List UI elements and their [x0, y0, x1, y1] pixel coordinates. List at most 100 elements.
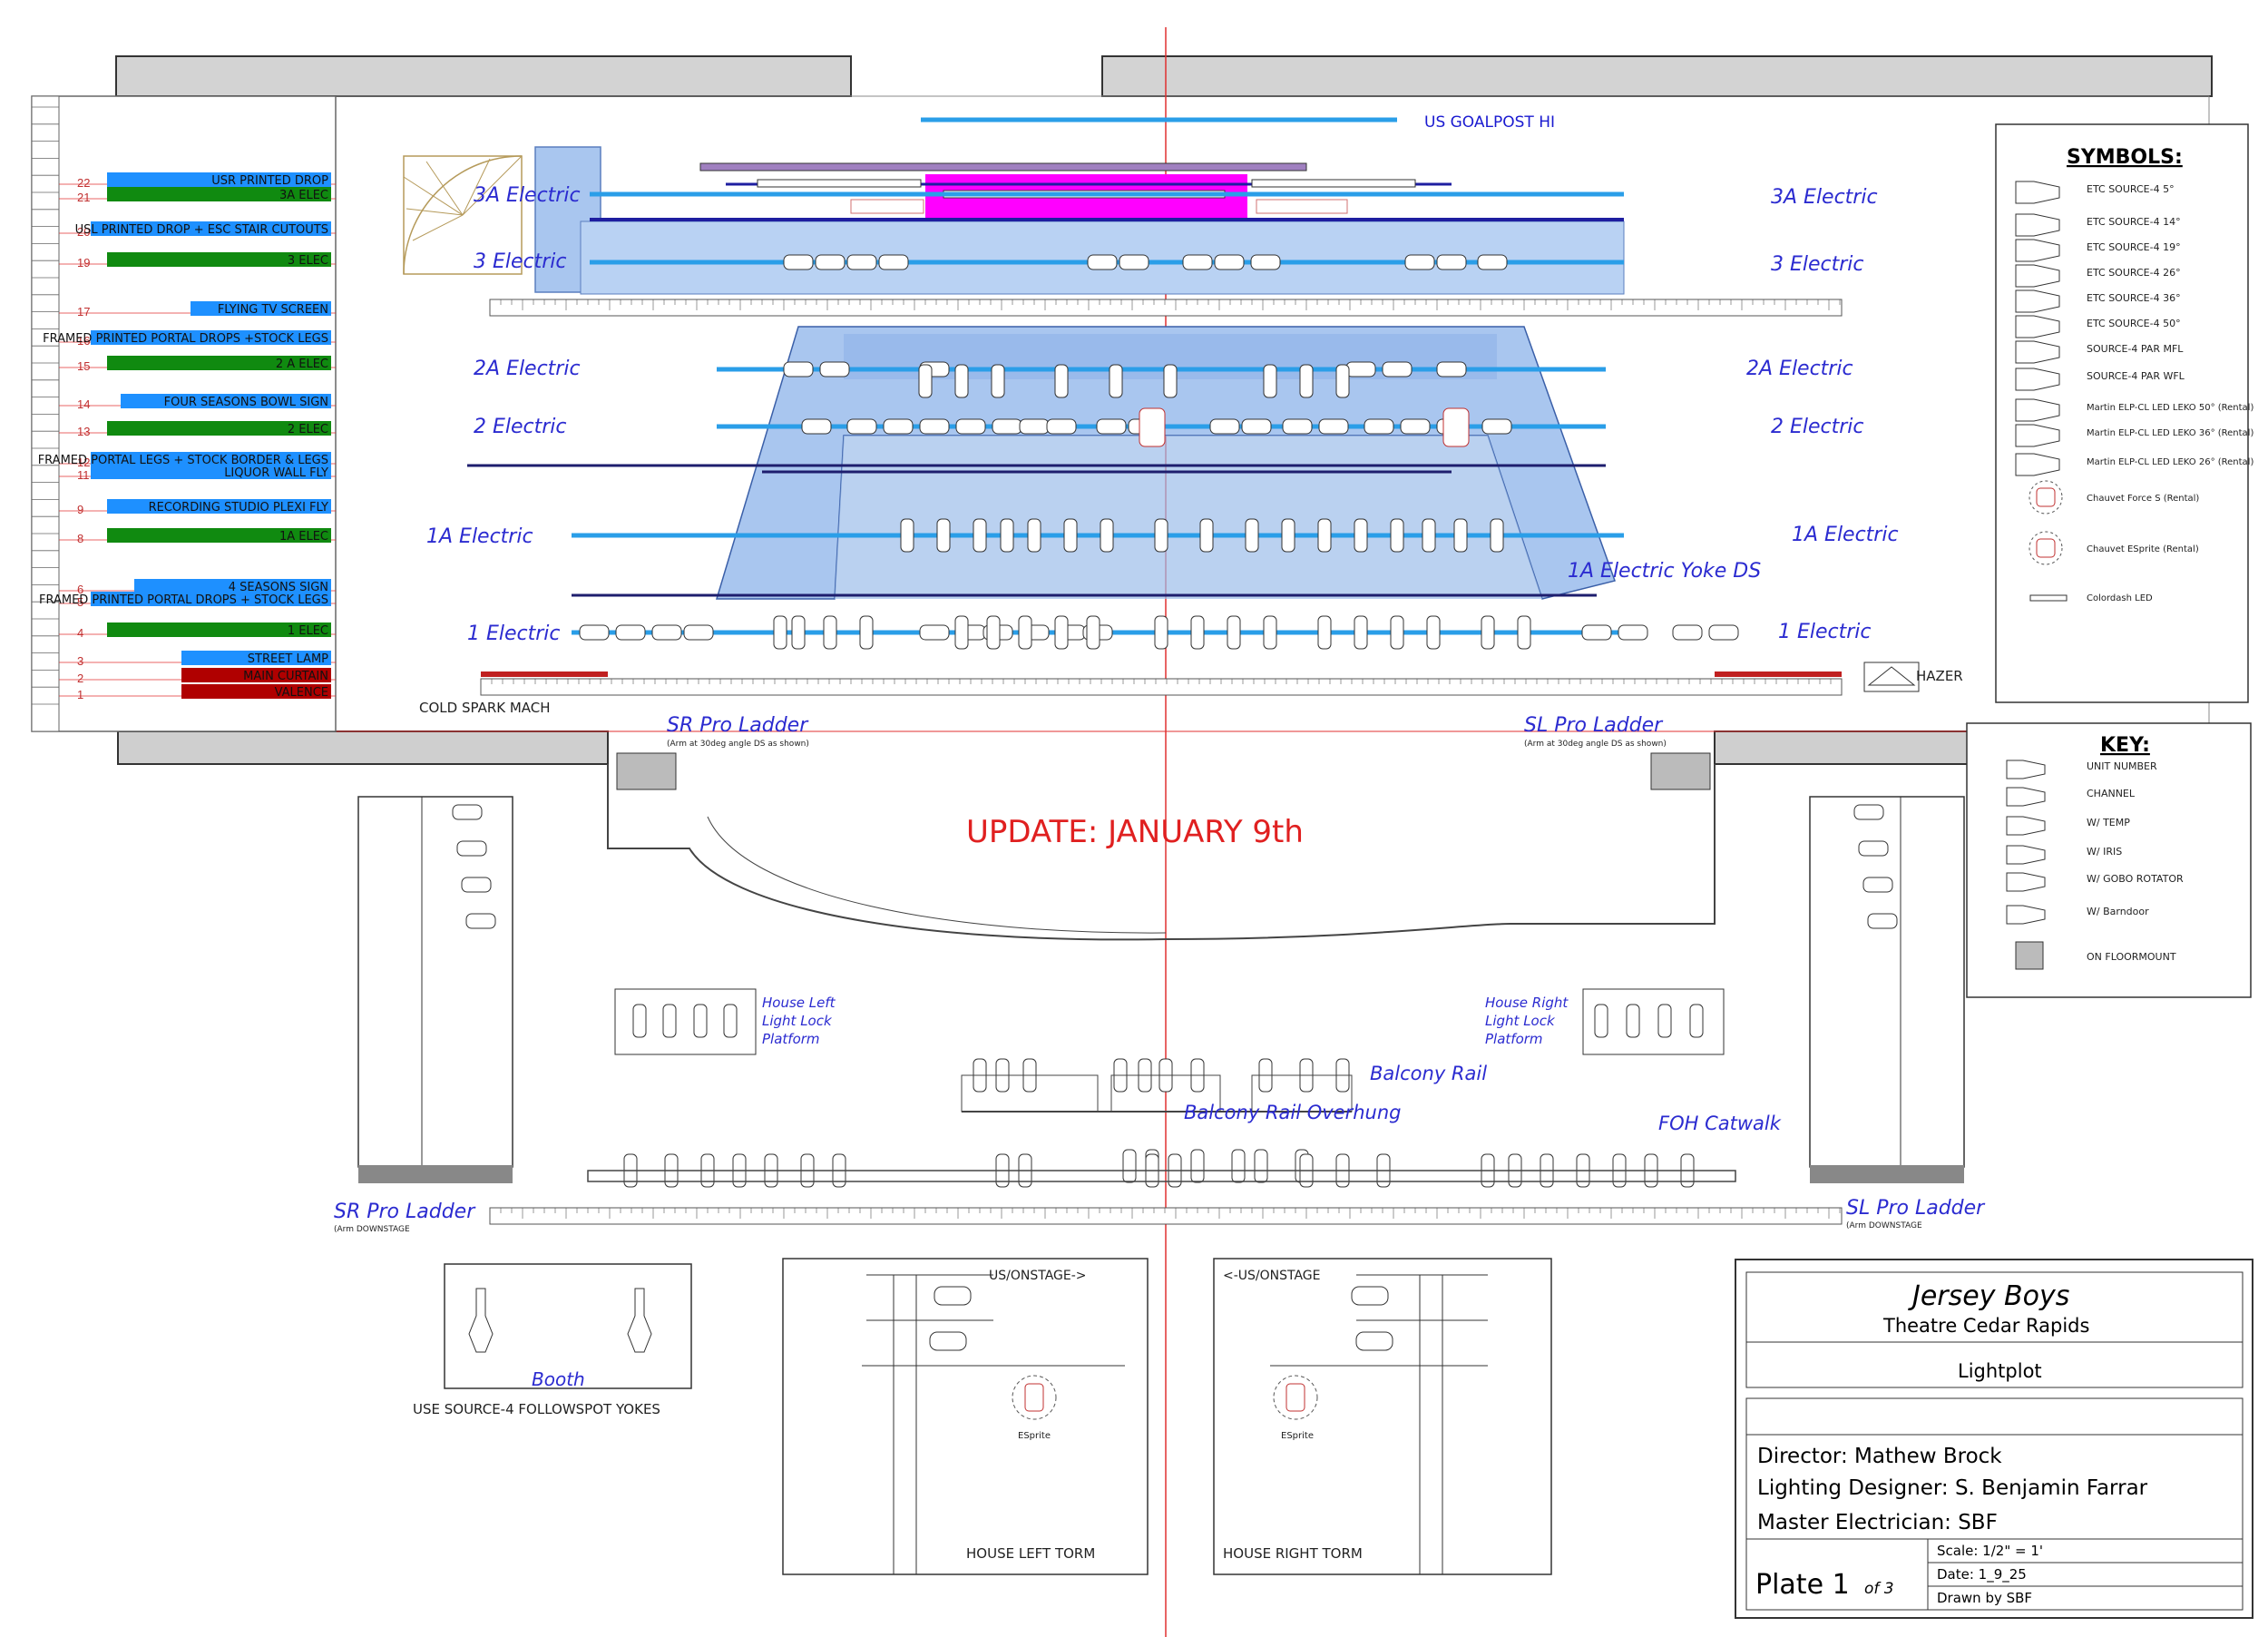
- fixture: [1154, 615, 1168, 650]
- fixture: [1382, 361, 1413, 377]
- hr-torm-label: HOUSE RIGHT TORM: [1223, 1545, 1363, 1562]
- symbol-label: ETC SOURCE-4 5°: [2087, 183, 2175, 195]
- lineset-bar: [121, 394, 331, 408]
- lineset-number: 5: [77, 595, 83, 609]
- symbol-icon: [2015, 453, 2060, 476]
- label-3a-left: 3A Electric: [474, 184, 581, 207]
- lineset-bar: [107, 499, 331, 514]
- fixture: [1163, 364, 1178, 398]
- symbol-icon: [2015, 398, 2060, 422]
- lineset-number: 4: [77, 626, 83, 640]
- balcony-rail: Balcony Rail Balcony Rail Overhung: [961, 1063, 1487, 1123]
- fixture: [1018, 615, 1032, 650]
- electrician: Master Electrician: SBF: [1757, 1511, 1998, 1534]
- lineset-bar: [107, 528, 331, 543]
- fixture: [791, 615, 806, 650]
- lineset-number: 1: [77, 688, 83, 701]
- foh-catwalk-label: FOH Catwalk: [1658, 1113, 1782, 1134]
- symbol-label: Colordash LED: [2087, 593, 2153, 603]
- cold-spark-label: COLD SPARK MACH: [419, 700, 551, 716]
- lineset-name: FRAMED PRINTED PORTAL DROPS +STOCK LEGS: [43, 332, 328, 346]
- key-label: W/ TEMP: [2087, 817, 2130, 828]
- symbol-icon: [2015, 315, 2060, 338]
- drawn-by: Drawn by SBF: [1937, 1590, 2032, 1606]
- lineset-number: 16: [77, 334, 90, 348]
- lineset-bar: [107, 252, 331, 267]
- fixture: [1862, 877, 1893, 893]
- ruler-bar: [480, 678, 1843, 696]
- fixture: [801, 418, 832, 435]
- fixture: [615, 624, 646, 641]
- fixture: [693, 1004, 708, 1038]
- foh-catwalk: FOH Catwalk: [587, 1113, 1782, 1182]
- symbol-circle: [2028, 531, 2063, 565]
- key-label: W/ IRIS: [2087, 846, 2122, 858]
- lineset-number: 12: [77, 456, 90, 469]
- house-right-torm: ESprite <-US/ONSTAGE HOUSE RIGHT TORM: [1213, 1258, 1552, 1575]
- lineset-name: STREET LAMP: [248, 652, 328, 666]
- fixture: [1422, 518, 1436, 553]
- fixture: [1404, 254, 1435, 270]
- lineset-number: 14: [77, 397, 90, 411]
- lineset-bar: [91, 452, 331, 466]
- us-goalpost: US GOALPOST HI: [921, 113, 1555, 132]
- fixture: [1318, 418, 1349, 435]
- lineset-number: 2: [77, 671, 83, 685]
- fixture: [1109, 364, 1123, 398]
- esprite-fixture: [1442, 407, 1470, 447]
- hl-torm-fixture: ESprite: [1018, 1431, 1051, 1441]
- lineset-number: 6: [77, 583, 83, 596]
- symbol-icon: [2015, 289, 2060, 313]
- fixture: [1227, 615, 1241, 650]
- sl-ladder-bottom-note: (Arm DOWNSTAGE: [1846, 1221, 1922, 1230]
- fixture: [1390, 615, 1404, 650]
- fixture: [783, 361, 814, 377]
- lineset-number: 20: [77, 225, 90, 239]
- fixture: [1708, 624, 1739, 641]
- label-1a-right: 1A Electric: [1792, 524, 1899, 546]
- symbol-icon: [2015, 340, 2060, 364]
- fixture: [1250, 254, 1281, 270]
- symbol-label: ETC SOURCE-4 14°: [2087, 216, 2181, 228]
- label-3-left: 3 Electric: [474, 250, 567, 273]
- label-2a-left: 2A Electric: [474, 358, 581, 380]
- fixture: [1086, 615, 1100, 650]
- fixture: [1263, 615, 1277, 650]
- side-ladders: SR Pro Ladder (Arm DOWNSTAGE SL Pro Ladd…: [334, 796, 1986, 1234]
- fixture: [632, 1004, 647, 1038]
- director: Director: Mathew Brock: [1757, 1445, 2002, 1468]
- label-1-right: 1 Electric: [1778, 621, 1872, 643]
- venue: Theatre Cedar Rapids: [1882, 1315, 2089, 1337]
- fixture: [1190, 1149, 1205, 1183]
- symbol-icon: [2015, 213, 2060, 237]
- label-1a-left: 1A Electric: [426, 525, 533, 548]
- hr-torm-header: <-US/ONSTAGE: [1223, 1269, 1321, 1283]
- key-label: ON FLOORMOUNT: [2087, 951, 2176, 963]
- lineset-number: 13: [77, 425, 90, 438]
- pro-ladder-labels: SR Pro Ladder (Arm at 30deg angle DS as …: [667, 714, 1667, 749]
- lineset-name: FRAMED PORTAL LEGS + STOCK BORDER & LEGS: [38, 454, 328, 467]
- symbol-label: ETC SOURCE-4 50°: [2087, 318, 2181, 329]
- fixture: [1490, 518, 1504, 553]
- apron: [607, 752, 1716, 941]
- label-3-right: 3 Electric: [1771, 253, 1864, 276]
- lineset-bar: [91, 330, 331, 345]
- fixture: [1019, 418, 1050, 435]
- fixture: [662, 1004, 677, 1038]
- lineset-bar: [91, 592, 331, 606]
- fixture: [991, 364, 1005, 398]
- symbols-legend: SYMBOLS: ETC SOURCE-4 5°ETC SOURCE-4 14°…: [1995, 123, 2253, 703]
- fixture: [1046, 418, 1077, 435]
- hl-line3: Platform: [762, 1031, 820, 1047]
- fixture: [1317, 518, 1332, 553]
- lineset-name: FRAMED PRINTED PORTAL DROPS + STOCK LEGS: [39, 593, 328, 607]
- scale: Scale: 1/2" = 1': [1937, 1543, 2043, 1559]
- label-2-right: 2 Electric: [1771, 416, 1864, 438]
- spiral-stair: [403, 155, 523, 275]
- symbol-icon: [2029, 594, 2068, 602]
- ruler-bar: [489, 1207, 1843, 1225]
- fixture: [1517, 615, 1531, 650]
- fixture: [859, 615, 874, 650]
- lineset-name: VALENCE: [275, 686, 328, 700]
